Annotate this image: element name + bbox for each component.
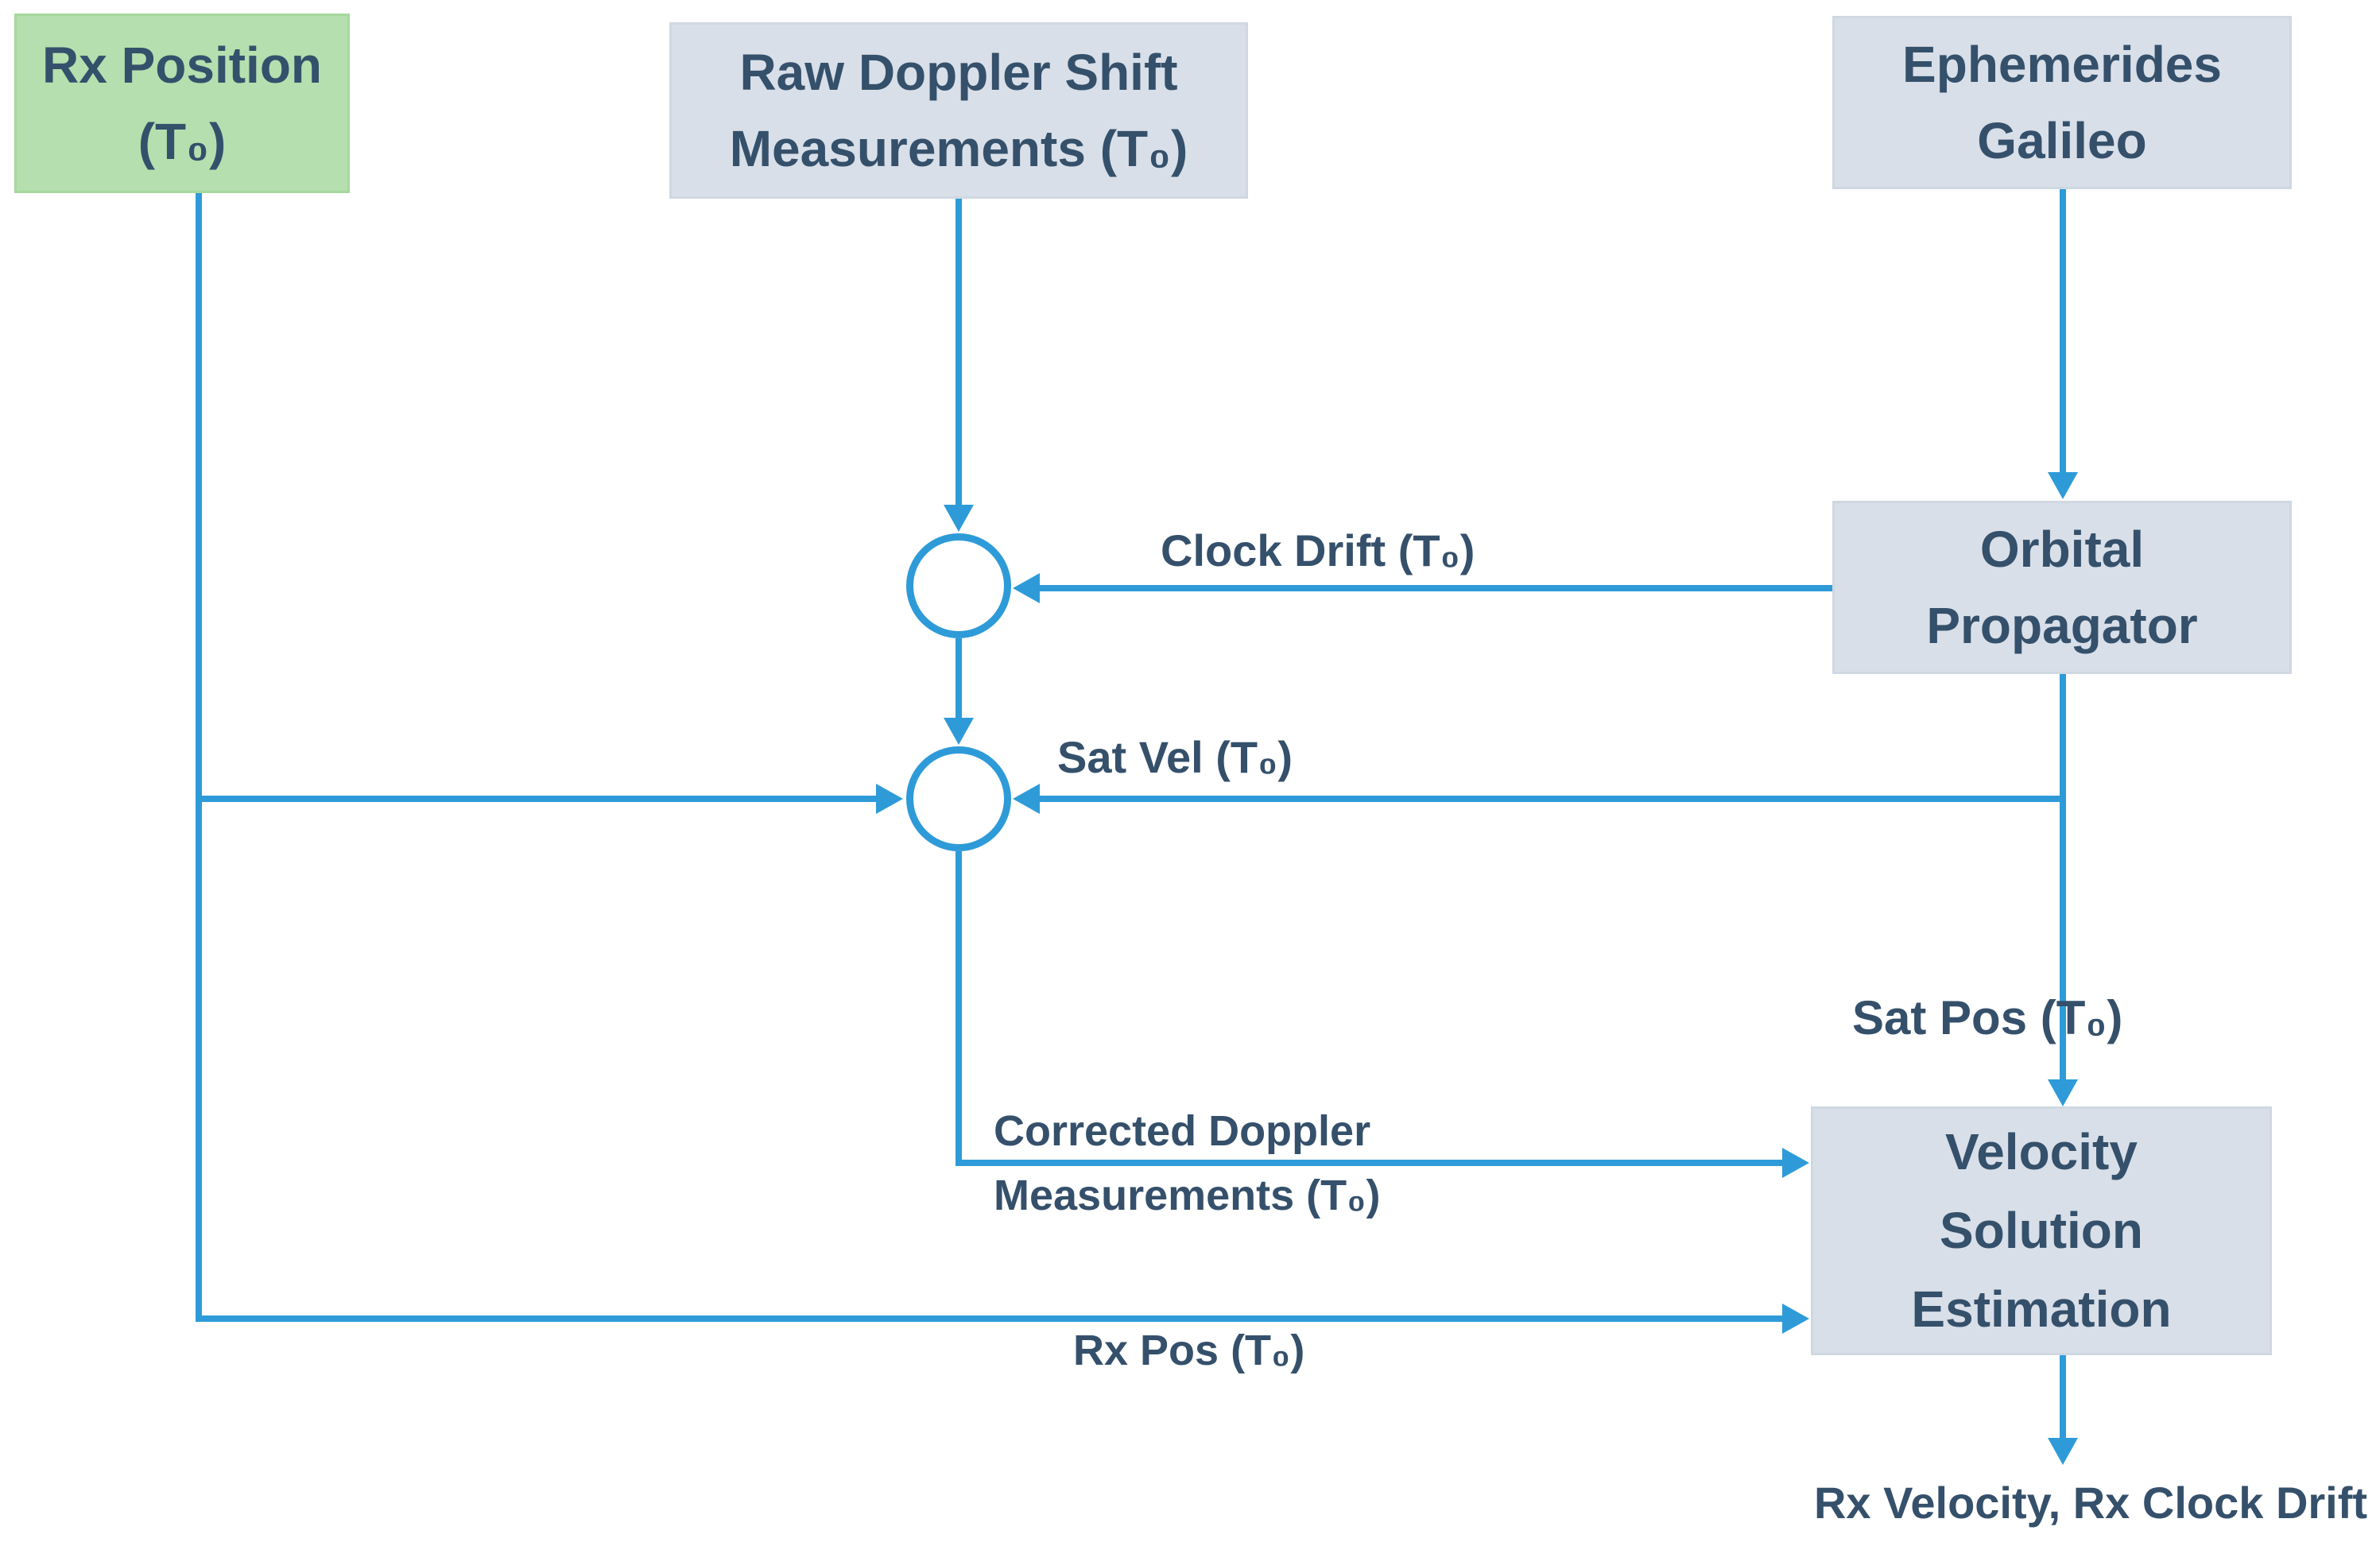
edge-sat-vel bbox=[1040, 796, 2063, 802]
node-rx-position-line1: Rx Position bbox=[41, 37, 323, 94]
sum-junction-1 bbox=[906, 533, 1011, 638]
node-raw-doppler-line1: Raw Doppler Shift bbox=[739, 44, 1178, 101]
edge-sum1-to-sum2-arrowhead bbox=[944, 718, 974, 745]
edge-sat-vel-arrowhead bbox=[1013, 784, 1040, 814]
edge-sum1-to-sum2 bbox=[955, 638, 962, 718]
edge-rx-position-to-sum2 bbox=[199, 796, 876, 802]
label-corrected-doppler-line1: Corrected Doppler bbox=[994, 1107, 1371, 1155]
node-velocity-solution-estimation: Velocity Solution Estimation bbox=[1811, 1106, 2272, 1355]
label-output-rx-velocity-clock-drift: Rx Velocity, Rx Clock Drift bbox=[1813, 1478, 2368, 1528]
edge-rx-position-trunk bbox=[196, 193, 202, 1322]
edge-sat-pos bbox=[2060, 674, 2066, 1079]
edge-corrected-doppler-vertical bbox=[955, 851, 962, 1166]
edge-corrected-doppler-horizontal bbox=[955, 1160, 1782, 1166]
edge-output bbox=[2060, 1355, 2066, 1438]
node-orbital-line2: Propagator bbox=[1926, 597, 2198, 654]
edge-rx-position-to-sum2-arrowhead bbox=[876, 784, 903, 814]
label-rx-pos: Rx Pos (T₀) bbox=[1073, 1327, 1305, 1374]
node-ephemerides-line1: Ephemerides bbox=[1902, 36, 2222, 93]
node-raw-doppler-line2: Measurements (T₀) bbox=[729, 120, 1188, 177]
edge-sat-pos-arrowhead bbox=[2048, 1079, 2078, 1106]
node-rx-position-line2: (T₀) bbox=[138, 113, 227, 170]
edge-output-arrowhead bbox=[2048, 1438, 2078, 1465]
label-clock-drift: Clock Drift (T₀) bbox=[1161, 525, 1475, 575]
edge-raw-doppler-to-sum1 bbox=[955, 199, 962, 505]
edge-ephemerides-to-orbital-arrowhead bbox=[2048, 472, 2078, 499]
edge-rx-pos bbox=[196, 1315, 1782, 1322]
edge-raw-doppler-to-sum1-arrowhead bbox=[944, 505, 974, 532]
label-sat-vel: Sat Vel (T₀) bbox=[1057, 732, 1293, 782]
node-orbital-line1: Orbital bbox=[1979, 521, 2145, 578]
edge-ephemerides-to-orbital bbox=[2060, 189, 2066, 472]
node-velocity-line1: Velocity bbox=[1945, 1122, 2138, 1180]
node-velocity-line2: Solution bbox=[1940, 1201, 2143, 1259]
node-rx-position: Rx Position (T₀) bbox=[14, 14, 350, 193]
node-orbital-propagator: Orbital Propagator bbox=[1832, 501, 2292, 674]
edge-clock-drift-arrowhead bbox=[1013, 573, 1040, 603]
node-raw-doppler: Raw Doppler Shift Measurements (T₀) bbox=[669, 22, 1248, 199]
sum-junction-2 bbox=[906, 746, 1011, 851]
label-sat-pos: Sat Pos (T₀) bbox=[1852, 991, 2123, 1044]
edge-clock-drift bbox=[1040, 585, 1832, 591]
label-corrected-doppler-line2: Measurements (T₀) bbox=[994, 1172, 1381, 1219]
edge-rx-pos-arrowhead bbox=[1782, 1304, 1809, 1334]
node-ephemerides: Ephemerides Galileo bbox=[1832, 16, 2292, 189]
edge-corrected-doppler-arrowhead bbox=[1782, 1148, 1809, 1178]
node-velocity-line3: Estimation bbox=[1911, 1280, 2172, 1339]
node-ephemerides-line2: Galileo bbox=[1977, 112, 2147, 169]
